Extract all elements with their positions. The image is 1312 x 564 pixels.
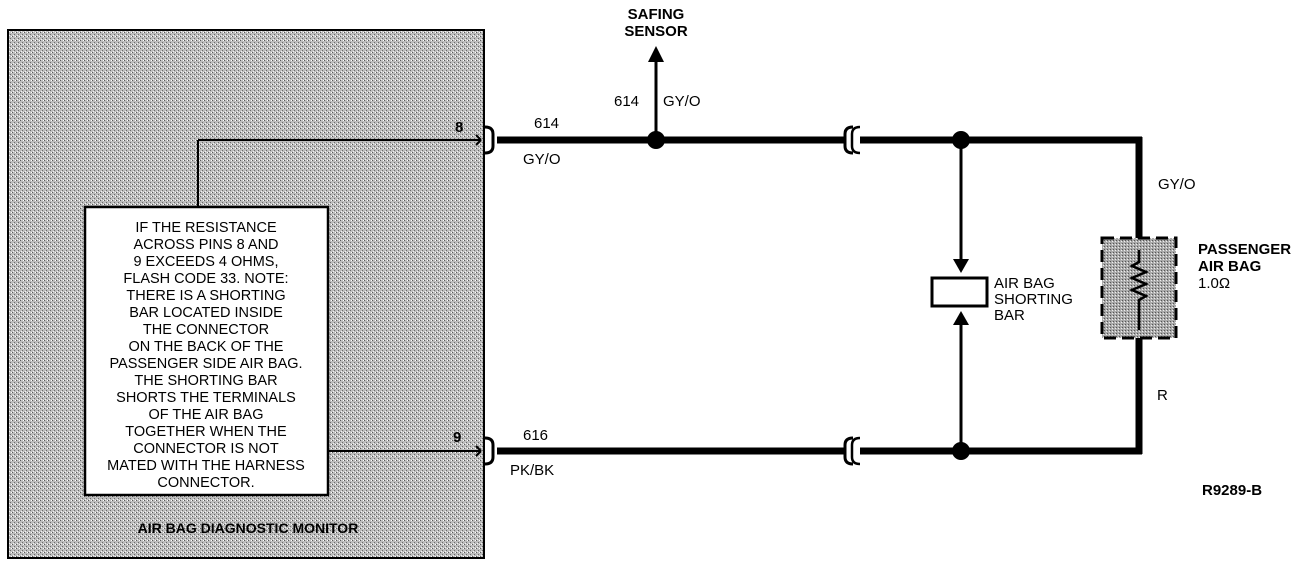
note-line: THE CONNECTOR <box>143 322 269 338</box>
right-wire-top-color: GY/O <box>1158 176 1196 193</box>
pin-9-label: 9 <box>453 429 461 446</box>
figure-id: R9289-B <box>1202 482 1262 499</box>
note-line: 9 EXCEEDS 4 OHMS, <box>133 254 278 270</box>
note-line: ACROSS PINS 8 AND <box>133 237 278 253</box>
safing-color-label: GY/O <box>663 93 701 110</box>
note-line: CONNECTOR. <box>157 475 254 491</box>
safing-circuit-label: 614 <box>614 93 639 110</box>
shorting-bar-label-3: BAR <box>994 307 1025 324</box>
note-line: THE SHORTING BAR <box>134 373 277 389</box>
wires <box>497 62 1143 455</box>
note-line: TOGETHER WHEN THE <box>125 424 287 440</box>
splice-safing <box>647 131 665 149</box>
shorting-bar-arrow-down <box>953 259 969 273</box>
monitor-connector-bottom <box>484 436 495 466</box>
pin-8-label: 8 <box>455 119 463 136</box>
passenger-air-bag <box>1100 236 1178 340</box>
arrowheads <box>648 46 969 325</box>
resistor-symbol <box>1128 250 1150 330</box>
bottom-wire-circuit: 616 <box>523 427 548 444</box>
splice-top-right <box>952 131 970 149</box>
monitor-title: AIR BAG DIAGNOSTIC MONITOR <box>138 520 359 536</box>
note-line: BAR LOCATED INSIDE <box>129 305 283 321</box>
shorting-bar-label-1: AIR BAG <box>994 275 1055 292</box>
air-bag-label-1: PASSENGER <box>1198 241 1291 258</box>
note-line: OF THE AIR BAG <box>149 407 264 423</box>
shorting-bar-label-2: SHORTING <box>994 291 1073 308</box>
air-bag-resistance: 1.0Ω <box>1198 275 1230 292</box>
note-line: IF THE RESISTANCE <box>135 220 277 236</box>
connector-brackets <box>475 125 861 466</box>
note-line: MATED WITH THE HARNESS <box>107 458 305 474</box>
note-line: SHORTS THE TERMINALS <box>116 390 296 406</box>
labels: SAFING SENSOR 614 GY/O 614 GY/O 616 PK/B… <box>510 6 1291 499</box>
splice-bottom-right <box>952 442 970 460</box>
shorting-bar-box <box>930 276 989 308</box>
splices <box>647 131 970 460</box>
top-wire-circuit: 614 <box>534 115 559 132</box>
shorting-bar-arrow-up <box>953 311 969 325</box>
monitor-connector-top <box>484 125 495 155</box>
note-line: PASSENGER SIDE AIR BAG. <box>109 356 302 372</box>
safing-sensor-arrow <box>648 46 664 62</box>
right-wire-bottom-color: R <box>1157 387 1168 404</box>
safing-sensor-label-1: SAFING <box>628 6 685 23</box>
note-line: ON THE BACK OF THE <box>129 339 284 355</box>
top-wire-color: GY/O <box>523 151 561 168</box>
bottom-wire-color: PK/BK <box>510 462 554 479</box>
note-line: FLASH CODE 33. NOTE: <box>123 271 288 287</box>
safing-sensor-label-2: SENSOR <box>624 23 688 40</box>
note-line: CONNECTOR IS NOT <box>133 441 279 457</box>
note-line: THERE IS A SHORTING <box>126 288 285 304</box>
air-bag-label-2: AIR BAG <box>1198 258 1261 275</box>
